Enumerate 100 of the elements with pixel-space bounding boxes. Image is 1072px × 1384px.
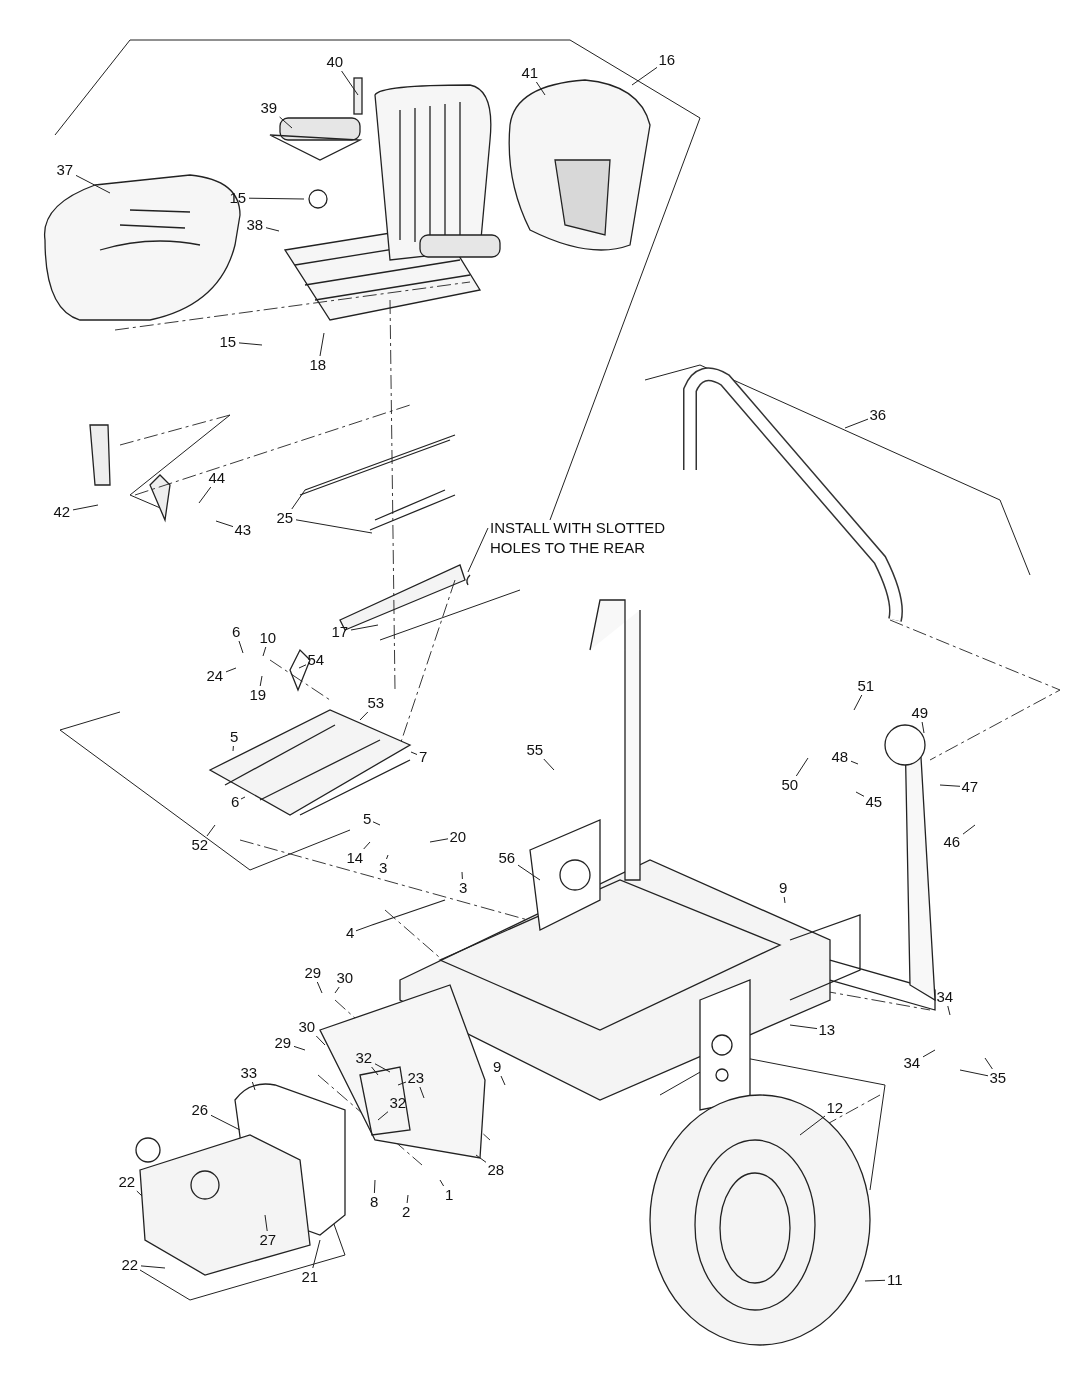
leader-line bbox=[350, 624, 379, 631]
callout-number: 5 bbox=[229, 729, 240, 745]
leader-line bbox=[319, 332, 325, 357]
callout-number: 21 bbox=[300, 1269, 320, 1285]
callout-number: 37 bbox=[55, 162, 75, 178]
leader-line bbox=[198, 486, 212, 504]
leader-line bbox=[264, 1214, 268, 1232]
leader-line bbox=[291, 489, 306, 510]
callout-number: 22 bbox=[120, 1257, 140, 1273]
callout-number: 29 bbox=[273, 1035, 293, 1051]
callout-number: 51 bbox=[856, 678, 876, 694]
leader-line bbox=[316, 981, 323, 994]
callout-number: 22 bbox=[117, 1174, 137, 1190]
leader-line bbox=[543, 758, 555, 771]
leader-line bbox=[359, 711, 369, 721]
callout-number: 17 bbox=[330, 624, 350, 640]
leader-line bbox=[265, 227, 280, 232]
leader-line bbox=[293, 1045, 306, 1051]
leader-line bbox=[377, 1111, 389, 1121]
callout-number: 25 bbox=[275, 510, 295, 526]
leader-line bbox=[372, 821, 381, 826]
leader-line bbox=[864, 1279, 886, 1282]
callout-number: 26 bbox=[190, 1102, 210, 1118]
callout-number: 33 bbox=[239, 1065, 259, 1081]
leader-line bbox=[959, 1069, 989, 1077]
leader-line bbox=[397, 1081, 407, 1086]
callout-number: 47 bbox=[960, 779, 980, 795]
leader-line bbox=[72, 504, 99, 511]
callout-number: 16 bbox=[657, 52, 677, 68]
leader-line bbox=[921, 721, 925, 734]
callout-number: 3 bbox=[458, 880, 469, 896]
callout-number: 9 bbox=[492, 1059, 503, 1075]
callout-number: 42 bbox=[52, 504, 72, 520]
callout-number: 8 bbox=[369, 1194, 380, 1210]
leader-line bbox=[355, 924, 373, 932]
leader-line bbox=[850, 760, 859, 765]
leader-line bbox=[947, 1005, 951, 1016]
leader-line bbox=[410, 751, 418, 755]
callout-number: 32 bbox=[354, 1050, 374, 1066]
callout-number: 44 bbox=[207, 470, 227, 486]
callout-number: 46 bbox=[942, 834, 962, 850]
callout-number: 55 bbox=[525, 742, 545, 758]
callout-number: 43 bbox=[233, 522, 253, 538]
leader-line bbox=[363, 841, 371, 850]
leader-line bbox=[461, 871, 463, 880]
leader-line bbox=[429, 838, 449, 843]
leader-line bbox=[240, 796, 246, 800]
leader-line bbox=[783, 896, 786, 904]
leader-line bbox=[419, 1086, 425, 1099]
callout-number: 12 bbox=[825, 1100, 845, 1116]
callout-number: 38 bbox=[245, 217, 265, 233]
leader-line bbox=[853, 694, 863, 711]
leader-line bbox=[295, 519, 373, 534]
leader-line bbox=[298, 664, 307, 669]
callout-number: 18 bbox=[308, 357, 328, 373]
leader-line bbox=[475, 1154, 487, 1163]
callout-number: 49 bbox=[910, 705, 930, 721]
note-text: INSTALL WITH SLOTTED HOLES TO THE REAR bbox=[490, 518, 690, 558]
callout-number: 13 bbox=[817, 1022, 837, 1038]
leader-line bbox=[406, 1194, 409, 1204]
leader-line bbox=[341, 70, 359, 96]
callout-number: 30 bbox=[335, 970, 355, 986]
leader-line bbox=[210, 1114, 241, 1131]
callout-number: 36 bbox=[868, 407, 888, 423]
callout-number: 4 bbox=[345, 925, 356, 941]
callout-number: 1 bbox=[444, 1187, 455, 1203]
callout-number: 41 bbox=[520, 65, 540, 81]
leader-line bbox=[799, 1115, 826, 1136]
leader-line bbox=[279, 116, 293, 129]
callout-number: 35 bbox=[988, 1070, 1008, 1086]
leader-line bbox=[238, 342, 263, 346]
leader-line bbox=[373, 1179, 376, 1194]
leader-line bbox=[259, 675, 263, 687]
leader-line bbox=[789, 1024, 818, 1030]
leader-line bbox=[215, 520, 234, 528]
callout-number: 50 bbox=[780, 777, 800, 793]
callout-number: 40 bbox=[325, 54, 345, 70]
callout-number: 9 bbox=[778, 880, 789, 896]
callout-number: 27 bbox=[258, 1232, 278, 1248]
leader-line bbox=[386, 854, 389, 860]
leader-line bbox=[795, 757, 809, 777]
leader-line bbox=[225, 667, 237, 673]
leader-line bbox=[939, 784, 961, 787]
callout-number: 32 bbox=[388, 1095, 408, 1111]
callout-number: 28 bbox=[486, 1162, 506, 1178]
callout-number: 20 bbox=[448, 829, 468, 845]
leader-line bbox=[962, 824, 976, 835]
leader-line bbox=[248, 197, 305, 200]
callout-number: 52 bbox=[190, 837, 210, 853]
callout-number: 6 bbox=[231, 624, 242, 640]
leader-line bbox=[75, 174, 111, 194]
callout-number: 11 bbox=[886, 1272, 904, 1288]
callout-number: 14 bbox=[345, 850, 365, 866]
leader-line bbox=[855, 791, 865, 797]
callout-number: 23 bbox=[406, 1070, 426, 1086]
leader-line bbox=[371, 1066, 379, 1076]
leader-line bbox=[517, 864, 541, 881]
leader-line bbox=[535, 81, 546, 96]
callout-number: 24 bbox=[205, 668, 225, 684]
leader-line bbox=[922, 1049, 936, 1058]
